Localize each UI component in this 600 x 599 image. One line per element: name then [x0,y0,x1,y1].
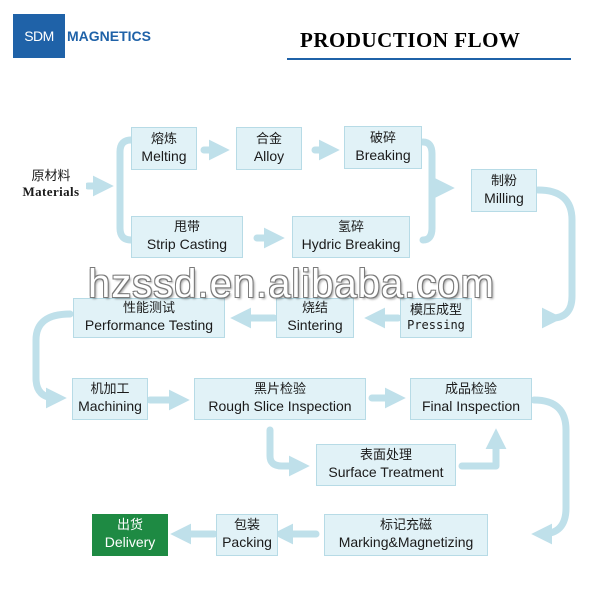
node-packing-en: Packing [222,534,272,551]
node-materials: 原材料 Materials [16,163,86,207]
node-sintering-en: Sintering [287,317,343,334]
arrow-surface-final [458,428,507,470]
node-surface-treatment-en: Surface Treatment [328,464,444,481]
node-melting: 熔炼 Melting [131,127,197,170]
node-final-inspection-cn: 成品检验 [444,382,497,398]
node-final-inspection-en: Final Inspection [421,398,521,415]
node-breaking-cn: 破碎 [369,130,396,146]
node-sintering: 烧结 Sintering [276,298,354,338]
logo-text: MAGNETICS [67,28,151,44]
arrow-milling-pressing [534,186,576,329]
arrow-final-marking [530,396,570,545]
branch-bracket [116,136,135,244]
node-marking-cn: 标记充磁 [379,518,432,534]
node-alloy-cn: 合金 [255,131,282,147]
node-strip-casting: 甩带 Strip Casting [131,216,243,258]
node-strip-casting-cn: 甩带 [173,220,200,236]
node-surface-treatment-cn: 表面处理 [359,448,412,464]
node-delivery: 出货 Delivery [92,514,168,556]
node-pressing: 模压成型 Pressing [400,298,472,338]
node-melting-en: Melting [141,147,187,164]
node-sintering-cn: 烧结 [301,301,328,317]
node-rough-slice-inspection: 黑片检验 Rough Slice Inspection [194,378,366,420]
arrow-performance-machining [32,310,74,409]
node-rough-slice-cn: 黑片检验 [253,382,306,398]
node-materials-en: Materials [22,184,80,199]
page-title: PRODUCTION FLOW [300,28,521,52]
node-machining-cn: 机加工 [90,382,130,398]
node-performance-testing-en: Performance Testing [84,317,214,334]
node-rough-slice-en: Rough Slice Inspection [208,398,352,415]
node-breaking: 破碎 Breaking [344,126,422,169]
title-underline [287,58,571,60]
node-machining: 机加工 Machining [72,378,148,420]
watermark-text: hzssd.en.alibaba.com [88,262,495,306]
node-milling: 制粉 Milling [471,169,537,212]
node-surface-treatment: 表面处理 Surface Treatment [316,444,456,486]
node-hydric-breaking: 氢碎 Hydric Breaking [292,216,410,258]
node-delivery-cn: 出货 [116,518,143,534]
node-delivery-en: Delivery [104,534,156,551]
node-marking-en: Marking&Magnetizing [338,534,474,551]
node-performance-testing-cn: 性能测试 [122,301,175,317]
node-pressing-en: Pressing [407,317,465,332]
company-logo: SDM MAGNETICS [13,14,151,58]
node-marking-magnetizing: 标记充磁 Marking&Magnetizing [324,514,488,556]
node-materials-cn: 原材料 [31,169,71,185]
node-strip-casting-en: Strip Casting [146,236,228,253]
node-hydric-breaking-cn: 氢碎 [337,220,364,236]
node-final-inspection: 成品检验 Final Inspection [410,378,532,420]
node-alloy-en: Alloy [253,147,285,164]
node-milling-cn: 制粉 [490,173,517,189]
node-pressing-cn: 模压成型 [409,302,462,318]
node-machining-en: Machining [78,398,142,415]
node-performance-testing: 性能测试 Performance Testing [73,298,225,338]
node-packing-cn: 包装 [233,518,260,534]
node-alloy: 合金 Alloy [236,127,302,170]
node-milling-en: Milling [484,189,524,206]
arrow-rough-surface [266,426,310,477]
node-breaking-en: Breaking [355,146,411,163]
node-packing: 包装 Packing [216,514,278,556]
node-melting-cn: 熔炼 [150,131,177,147]
node-hydric-breaking-en: Hydric Breaking [301,236,401,253]
logo-box: SDM [13,14,65,58]
